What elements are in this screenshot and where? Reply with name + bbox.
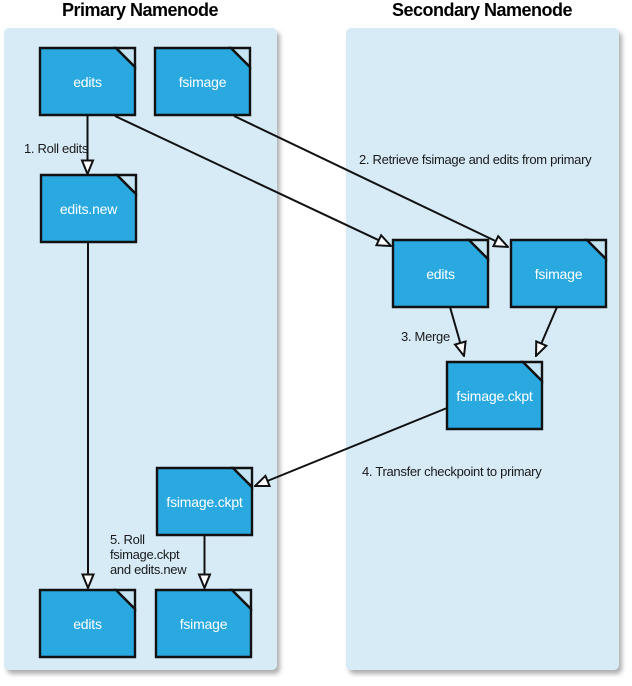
document-icon-secondary-edits: edits <box>391 238 490 309</box>
arrow-merge-edits <box>449 306 464 356</box>
document-label: fsimage.ckpt <box>456 388 532 404</box>
step4-label: 4. Transfer checkpoint to primary <box>362 464 542 479</box>
document-icon-primary-fsimage-ckpt: fsimage.ckpt <box>155 466 254 537</box>
arrow-retrieve-edits <box>114 115 391 246</box>
secondary-namenode-panel <box>346 28 619 670</box>
step2-label: 2. Retrieve fsimage and edits from prima… <box>359 152 592 167</box>
document-label: fsimage <box>180 616 228 632</box>
document-label: edits <box>73 616 102 632</box>
document-icon-secondary-fsimage: fsimage <box>509 238 608 309</box>
step3-label: 3. Merge <box>401 329 450 344</box>
document-label: fsimage.ckpt <box>166 494 242 510</box>
step5-label: 5. Roll fsimage.ckpt and edits.new <box>110 532 188 577</box>
step5-label-line2: fsimage.ckpt <box>110 547 180 562</box>
arrow-transfer-checkpoint <box>255 407 448 486</box>
document-icon-primary-edits-top: edits <box>38 46 137 117</box>
secondary-namenode-title: Secondary Namenode <box>392 0 573 20</box>
document-label: edits <box>73 74 102 90</box>
arrow-merge-fsimage <box>536 306 558 356</box>
document-icon-primary-edits-new: edits.new <box>39 173 138 244</box>
document-label: edits.new <box>60 201 118 217</box>
step5-label-line1: 5. Roll <box>110 532 145 547</box>
document-icon-primary-fsimage-top: fsimage <box>153 46 252 117</box>
document-icon-primary-edits-bottom: edits <box>38 588 137 659</box>
document-label: fsimage <box>179 74 227 90</box>
document-label: fsimage <box>535 266 583 282</box>
document-icon-primary-fsimage-bottom: fsimage <box>154 588 253 659</box>
step1-label: 1. Roll edits <box>24 141 89 156</box>
primary-namenode-title: Primary Namenode <box>62 0 219 20</box>
document-icon-secondary-fsimage-ckpt: fsimage.ckpt <box>445 360 544 431</box>
step5-label-line3: and edits.new <box>110 562 187 577</box>
arrow-retrieve-fsimage <box>233 115 508 247</box>
document-label: edits <box>426 266 455 282</box>
